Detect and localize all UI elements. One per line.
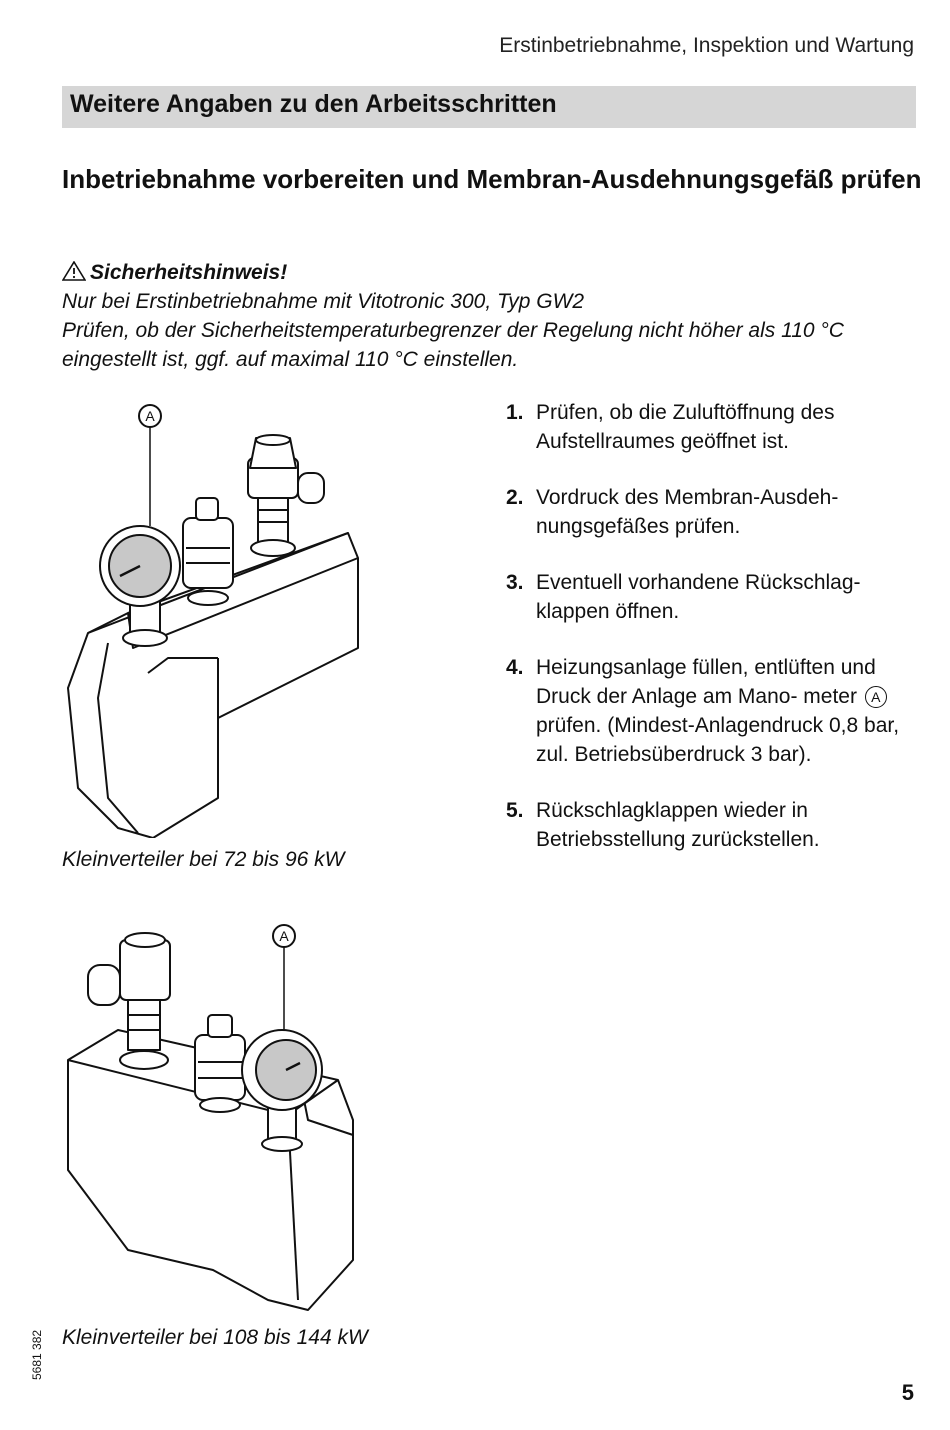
- list-item: 2. Vordruck des Membran-Ausdeh- nungsgef…: [506, 483, 916, 541]
- list-item: 1. Prüfen, ob die Zuluftöffnung des Aufs…: [506, 398, 916, 456]
- step-number: 5.: [506, 799, 524, 822]
- page-heading: Inbetriebnahme vorbereiten und Membran-A…: [62, 164, 922, 194]
- safety-line-2: Prüfen, ob der Sicherheitstemperaturbegr…: [62, 319, 844, 371]
- step-number: 2.: [506, 486, 524, 509]
- list-item: 4. Heizungsanlage füllen, entlüften und …: [506, 653, 916, 769]
- page-number: 5: [901, 1380, 914, 1405]
- figure-caption: Kleinverteiler bei 108 bis 144 kW: [62, 1326, 368, 1349]
- warning-triangle-icon: [62, 261, 86, 281]
- step-text: Heizungsanlage füllen, entlüften und Dru…: [536, 653, 916, 769]
- section-bar: [62, 86, 916, 128]
- section-title: Weitere Angaben zu den Arbeitsschritten: [70, 90, 557, 118]
- document-number: 5681 382: [30, 1329, 44, 1380]
- step-text: Prüfen, ob die Zuluftöffnung des Aufstel…: [536, 401, 835, 453]
- figure-caption: Kleinverteiler bei 72 bis 96 kW: [62, 848, 345, 871]
- step-list: 1. Prüfen, ob die Zuluftöffnung des Aufs…: [506, 398, 916, 881]
- list-item: 3. Eventuell vorhandene Rückschlag- klap…: [506, 568, 916, 626]
- safety-notice: Sicherheitshinweis! Nur bei Erstinbetrie…: [62, 258, 922, 374]
- step-text: Eventuell vorhandene Rückschlag- klappen…: [536, 571, 861, 623]
- step-text-part: Heizungsanlage füllen, entlüften und Dru…: [536, 656, 876, 708]
- safety-line-1: Nur bei Erstinbetriebnahme mit Vitotroni…: [62, 290, 585, 313]
- figure-marker: A: [279, 928, 289, 944]
- step-text-part: prüfen. (Mindest-Anlagendruck 0,8 bar, z…: [536, 714, 900, 766]
- step-number: 1.: [506, 401, 524, 424]
- step-number: 4.: [506, 656, 524, 679]
- running-header: Erstinbetriebnahme, Inspektion und Wartu…: [499, 34, 914, 57]
- figure-distributor-small: A: [67, 404, 359, 838]
- list-item: 5. Rückschlagklappen wieder in Betriebss…: [506, 796, 916, 854]
- step-text: Vordruck des Membran-Ausdeh- nungsgefäße…: [536, 486, 839, 538]
- step-text: Rückschlagklappen wieder in Betriebsstel…: [536, 799, 820, 851]
- marker-a: A: [864, 686, 887, 708]
- step-number: 3.: [506, 571, 524, 594]
- safety-label: Sicherheitshinweis!: [90, 261, 288, 284]
- figure-marker: A: [145, 408, 155, 424]
- figure-distributor-large: A: [67, 924, 354, 1311]
